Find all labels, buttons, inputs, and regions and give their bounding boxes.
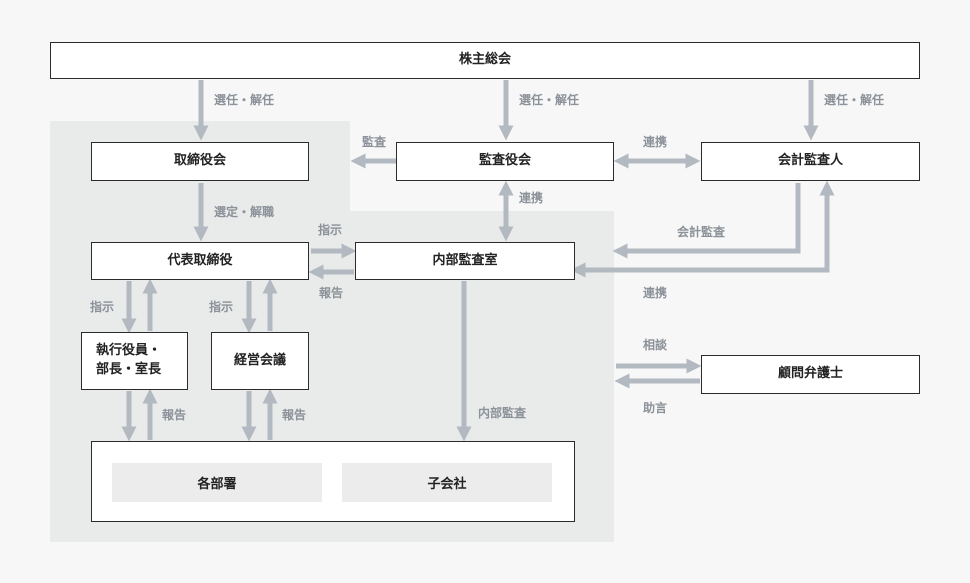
label-select-dismiss: 選定・解職 xyxy=(214,205,275,219)
audit-board-label: 監査役会 xyxy=(478,153,531,169)
legal-advisor-box: 顧問弁護士 xyxy=(701,355,920,394)
management-meeting-label: 経営会議 xyxy=(233,352,286,368)
label-consult: 相談 xyxy=(643,338,668,352)
label-cooperation-mid: 連携 xyxy=(519,191,544,205)
internal-audit-office-box: 内部監査室 xyxy=(355,242,575,280)
label-elect-dismiss-board: 選任・解任 xyxy=(214,93,275,107)
accounting-auditor-box: 会計監査人 xyxy=(701,142,920,181)
executive-officers-line1: 執行役員・ xyxy=(96,343,162,359)
board-of-directors-label: 取締役会 xyxy=(173,153,226,169)
arrow-accounting-audit xyxy=(612,183,801,259)
subsidiaries-box: 子会社 xyxy=(342,463,552,502)
label-instruct-officers: 指示 xyxy=(90,300,115,314)
executive-officers-text: 執行役員・ 部長・室長 xyxy=(96,342,161,380)
executive-officers-box: 執行役員・ 部長・室長 xyxy=(81,332,188,390)
label-report-meeting: 報告 xyxy=(282,408,307,422)
label-report-main: 報告 xyxy=(319,286,344,300)
label-elect-dismiss-accounting: 選任・解任 xyxy=(824,93,885,107)
label-cooperation-top: 連携 xyxy=(643,135,668,149)
management-meeting-box: 経営会議 xyxy=(211,332,309,390)
label-audit: 監査 xyxy=(362,135,387,149)
board-of-directors-box: 取締役会 xyxy=(91,142,309,181)
label-cooperation-right: 連携 xyxy=(643,286,668,300)
legal-advisor-label: 顧問弁護士 xyxy=(777,366,843,382)
departments-box: 各部署 xyxy=(112,463,322,502)
representative-director-box: 代表取締役 xyxy=(91,242,309,280)
executive-officers-line2: 部長・室長 xyxy=(96,362,162,377)
accounting-auditor-label: 会計監査人 xyxy=(777,153,843,169)
label-advice: 助言 xyxy=(643,401,668,415)
departments-label: 各部署 xyxy=(197,477,237,492)
label-instruct-main: 指示 xyxy=(318,223,343,237)
label-internal-audit: 内部監査 xyxy=(478,406,527,420)
label-elect-dismiss-auditors: 選任・解任 xyxy=(519,93,580,107)
internal-audit-office-label: 内部監査室 xyxy=(432,252,498,268)
arrow-cooperation-right xyxy=(570,180,835,278)
subsidiaries-label: 子会社 xyxy=(427,477,467,492)
shareholders-meeting-box: 株主総会 xyxy=(50,42,920,79)
shareholders-meeting-label: 株主総会 xyxy=(458,52,511,68)
label-report-officers: 報告 xyxy=(162,408,187,422)
audit-board-box: 監査役会 xyxy=(396,142,614,181)
label-instruct-meeting: 指示 xyxy=(209,300,234,314)
representative-director-label: 代表取締役 xyxy=(167,252,233,268)
label-accounting-audit: 会計監査 xyxy=(677,225,726,239)
